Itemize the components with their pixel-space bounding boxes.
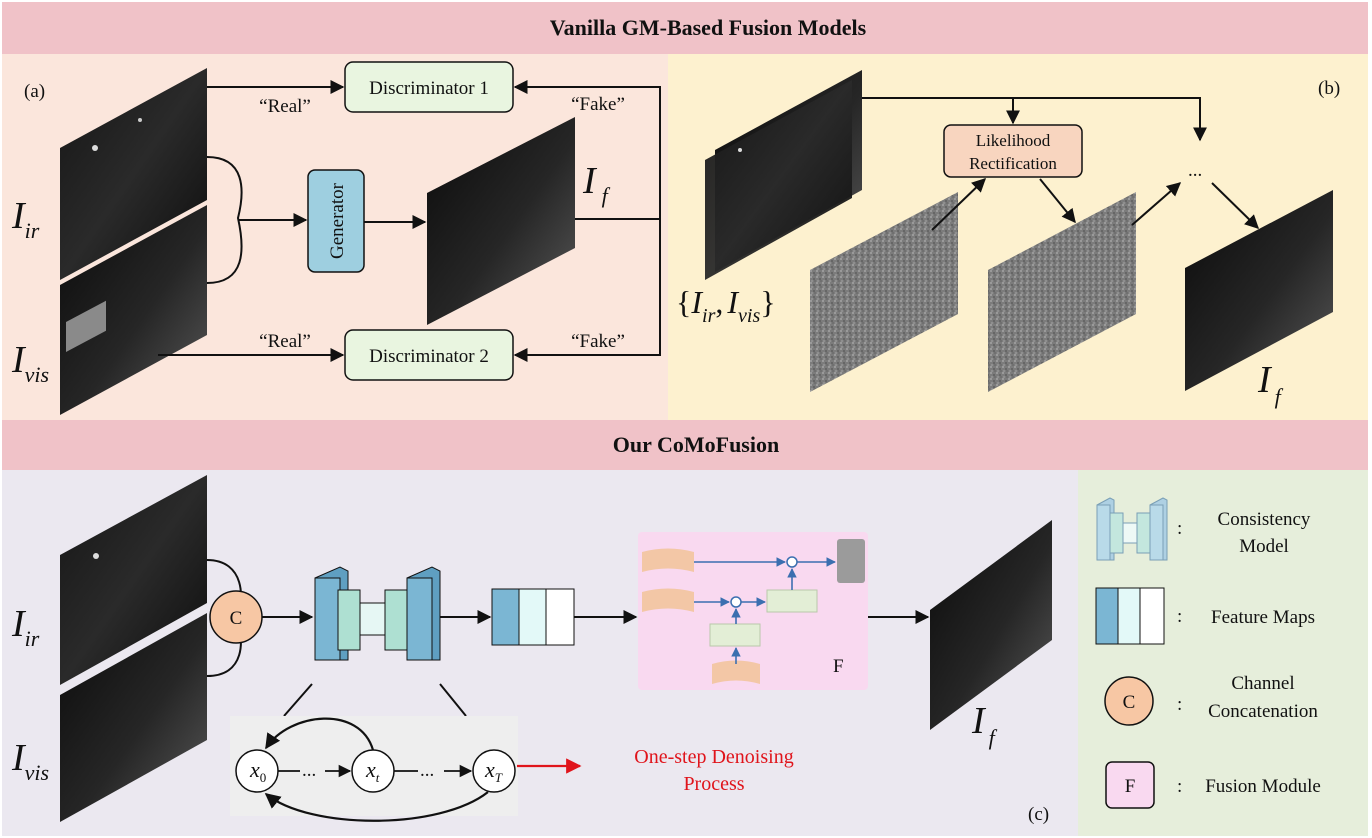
bottom-title-band — [2, 420, 1368, 470]
ir-label-c: Iir — [11, 603, 40, 651]
likelihood-label-1: Likelihood — [976, 131, 1051, 150]
real-top-label: “Real” — [259, 96, 311, 117]
likelihood-label-2: Rectification — [969, 154, 1057, 173]
top-title: Vanilla GM-Based Fusion Models — [550, 15, 867, 40]
legend-colon: : — [1177, 606, 1182, 627]
bracket-inputs — [206, 156, 243, 284]
ir-label-a: Iir — [11, 195, 40, 243]
fusion-block-2 — [766, 589, 818, 613]
ir-image-a-light — [92, 145, 98, 151]
panel-c-tag: (c) — [1028, 804, 1049, 825]
generator-label: Generator — [327, 182, 348, 259]
noise-image-2 — [988, 192, 1136, 392]
node-xt-label: xt — [365, 757, 380, 785]
vis-image-b — [705, 80, 852, 280]
fusion-add-2 — [786, 556, 798, 568]
panel-b-tag: (b) — [1318, 78, 1340, 99]
top-title-band — [2, 2, 1368, 54]
legend-fusion-label: Fusion Module — [1205, 776, 1321, 797]
likelihood-rectification-box — [943, 124, 1083, 178]
zoom-line-right — [439, 683, 467, 717]
chain-dots-2: ... — [420, 760, 434, 781]
fusion-module-label: F — [833, 656, 844, 677]
fused-image-a — [427, 117, 575, 325]
legend-concat-icon — [1104, 676, 1154, 726]
fused-image-c — [930, 520, 1052, 730]
arrow-ellipsis-to-fused — [1211, 182, 1260, 229]
legend-feature-maps-label: Feature Maps — [1211, 607, 1315, 628]
legend-fusion-icon-label: F — [1125, 776, 1136, 797]
fused-image-b — [1185, 190, 1333, 391]
vis-label-c: Ivis — [11, 737, 49, 785]
legend-consistency-label-1: Consistency — [1218, 509, 1311, 530]
legend-fusion-icon — [1105, 761, 1155, 809]
chain-curve-xT-to-x0 — [264, 791, 489, 822]
discriminator-2-label: Discriminator 2 — [369, 346, 489, 367]
vis-label-a: Ivis — [11, 339, 49, 387]
node-xT-label: xT — [484, 757, 503, 785]
fusion-input-2 — [642, 588, 694, 612]
legend-colon: : — [1177, 518, 1182, 539]
node-x0-label: x0 — [249, 757, 266, 785]
legend-concat-icon-label: C — [1123, 692, 1136, 713]
legend-feature-maps-icon — [1095, 587, 1165, 645]
panel-a-tag: (a) — [24, 81, 45, 102]
fake-top-label: “Fake” — [571, 94, 625, 115]
real-bottom-label: “Real” — [259, 331, 311, 352]
input-set-label-b: {Iir,Ivis} — [676, 284, 776, 327]
vis-image-a — [60, 205, 207, 415]
concat-label: C — [230, 608, 243, 629]
fusion-add-1 — [730, 596, 742, 608]
chain-curve-xt-to-x0 — [265, 717, 375, 751]
arrow-noise2-to-ellipsis — [1131, 182, 1182, 226]
arrow-noise1-to-likelihood — [931, 178, 987, 231]
node-xT — [472, 749, 516, 793]
arrow-fused-to-discs — [513, 80, 661, 220]
bottom-title: Our CoMoFusion — [613, 432, 779, 457]
arrow-fused-to-disc2 — [513, 219, 661, 362]
legend-consistency-icon — [1096, 497, 1168, 561]
fusion-input-3 — [712, 660, 760, 684]
fusion-module-box — [638, 532, 868, 690]
legend-consistency-label-2: Model — [1239, 536, 1289, 557]
ir-image-a — [60, 68, 207, 280]
legend-colon: : — [1177, 776, 1182, 797]
zoom-line-left — [283, 683, 313, 717]
ir-image-c-light — [93, 553, 99, 559]
legend-channel-label-2: Concatenation — [1208, 701, 1318, 722]
denoise-text-1: One-step Denoising — [634, 746, 793, 768]
vis-image-c — [60, 613, 207, 822]
vis-image-a-car — [66, 300, 106, 352]
chain-dots-1: ... — [302, 760, 316, 781]
arrow-inputs-top — [862, 97, 1207, 142]
consistency-model — [314, 566, 441, 661]
legend-channel-label-1: Channel — [1231, 673, 1294, 694]
legend-colon: : — [1177, 694, 1182, 715]
ir-image-a-light — [138, 118, 142, 122]
vis-image-b-light — [738, 148, 742, 152]
fusion-input-1 — [642, 548, 694, 572]
discriminator-2-box — [344, 329, 514, 381]
ir-image-c — [60, 475, 207, 685]
fusion-block-1 — [709, 623, 761, 647]
denoise-text-2: Process — [683, 773, 744, 795]
discriminator-1-label: Discriminator 1 — [369, 78, 489, 99]
discriminator-1-box — [344, 61, 514, 113]
noise-image-1 — [810, 192, 958, 392]
feature-maps — [491, 588, 575, 646]
fake-bottom-label: “Fake” — [571, 331, 625, 352]
arrow-likelihood-to-noise2 — [1039, 178, 1076, 224]
ellipsis-b: ... — [1188, 160, 1202, 181]
fusion-output-block — [837, 539, 865, 583]
